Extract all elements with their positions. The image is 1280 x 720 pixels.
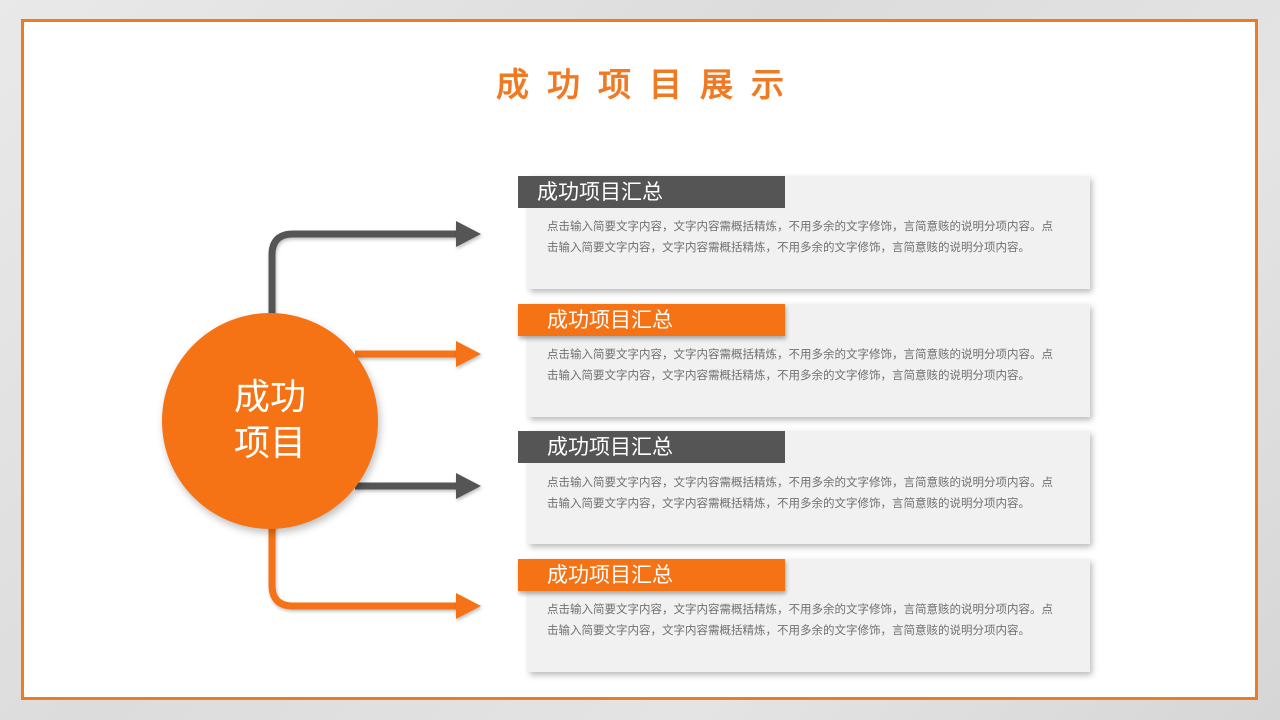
project-card-3-text: 点击输入简要文字内容，文字内容需概括精炼，不用多余的文字修饰，言简意赅的说明分项… xyxy=(547,475,1053,510)
hub-circle: 成功项目 xyxy=(162,313,378,529)
project-card-4-header: 成功项目汇总 xyxy=(518,559,785,591)
project-card-3-header: 成功项目汇总 xyxy=(518,431,785,463)
slide-title: 成功项目展示 xyxy=(496,65,802,104)
project-card-1-text: 点击输入简要文字内容，文字内容需概括精炼，不用多余的文字修饰，言简意赅的说明分项… xyxy=(547,219,1053,254)
project-card-2-header: 成功项目汇总 xyxy=(518,304,785,336)
arrowhead-1-icon xyxy=(456,221,481,247)
project-card-1-header: 成功项目汇总 xyxy=(518,176,785,208)
hub-label: 成功项目 xyxy=(233,377,306,464)
project-card-4-text: 点击输入简要文字内容，文字内容需概括精炼，不用多余的文字修饰，言简意赅的说明分项… xyxy=(547,602,1053,637)
arrowhead-2-icon xyxy=(456,341,481,367)
connector-arrow-4 xyxy=(268,525,462,610)
arrowhead-4-icon xyxy=(456,593,481,619)
arrowhead-3-icon xyxy=(456,473,481,499)
connector-arrow-1 xyxy=(268,230,462,318)
project-card-2-text: 点击输入简要文字内容，文字内容需概括精炼，不用多余的文字修饰，言简意赅的说明分项… xyxy=(547,347,1053,382)
